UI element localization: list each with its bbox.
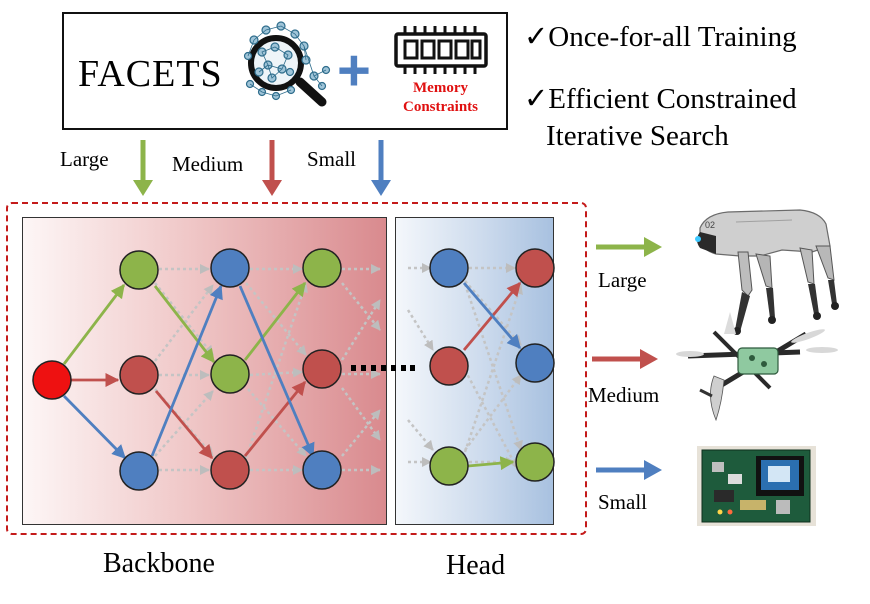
output-label-medium: Medium xyxy=(588,383,660,407)
output-arrow-large xyxy=(596,237,662,257)
plus-sign: + xyxy=(337,38,371,103)
input-node xyxy=(32,360,72,400)
node-l2-bot xyxy=(210,450,250,490)
model-region xyxy=(6,202,587,535)
ellipsis-dots xyxy=(351,365,415,371)
head-label: Head xyxy=(446,550,506,581)
output-arrow-small xyxy=(596,460,662,480)
node-l2-mid xyxy=(210,354,250,394)
node-l1-mid xyxy=(119,355,159,395)
input-arrow-large xyxy=(133,140,153,196)
node-l3-mid xyxy=(302,349,342,389)
head-node-l2-top xyxy=(515,248,555,288)
node-l2-top xyxy=(210,248,250,288)
head-node-l1-bot xyxy=(429,446,469,486)
large-path xyxy=(62,281,515,471)
facets-title: FACETS xyxy=(78,53,223,95)
head-node-l2-mid xyxy=(515,343,555,383)
node-l1-top xyxy=(119,250,159,290)
node-l3-bot xyxy=(302,450,342,490)
output-label-small: Small xyxy=(598,490,648,514)
small-path xyxy=(63,282,522,459)
input-label-small: Small xyxy=(307,147,357,171)
backbone-label: Backbone xyxy=(103,548,215,579)
input-arrow-small xyxy=(371,140,391,196)
memory-label-line2: Constraints xyxy=(402,99,478,115)
robot-dog-image: 02 xyxy=(695,209,839,335)
head-node-l1-top xyxy=(429,248,469,288)
feature-efficient-search: ✓Efficient Constrained xyxy=(524,83,797,115)
drone-image xyxy=(676,312,838,422)
node-l3-top xyxy=(302,248,342,288)
head-node-l1-mid xyxy=(429,346,469,386)
node-l1-bot xyxy=(119,451,159,491)
input-label-medium: Medium xyxy=(172,152,244,176)
dev-board-image xyxy=(697,446,816,526)
feature-once-for-all: ✓Once-for-all Training xyxy=(524,21,797,53)
svg-text:02: 02 xyxy=(705,220,715,230)
input-arrow-medium xyxy=(262,140,282,196)
output-label-large: Large xyxy=(598,268,647,292)
input-label-large: Large xyxy=(60,147,109,171)
memory-label-line1: Memory xyxy=(413,80,468,96)
feature-iterative-search: Iterative Search xyxy=(546,120,729,152)
memory-constraints-label: Memory Constraints xyxy=(388,79,493,117)
head-node-l2-bot xyxy=(515,442,555,482)
output-arrow-medium xyxy=(592,349,658,369)
